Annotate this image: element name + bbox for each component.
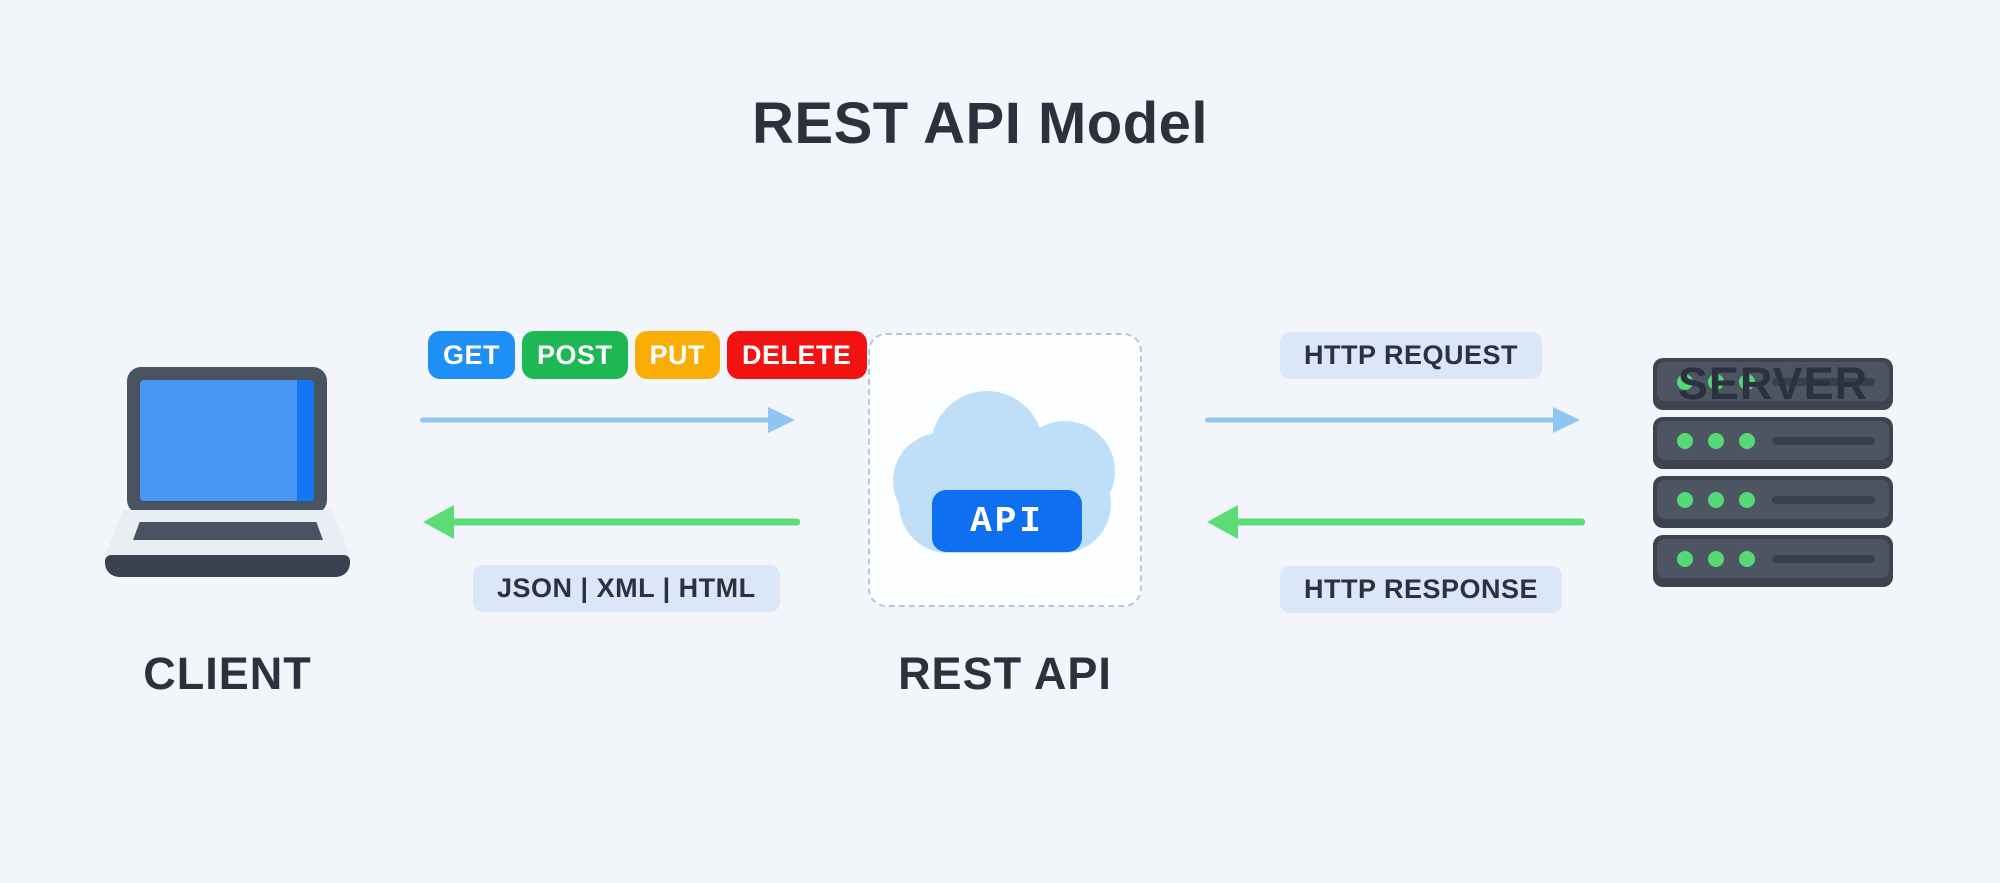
laptop-bottom-edge [105, 555, 350, 577]
arrow-head [1553, 407, 1580, 433]
delete-badge: DELETE [727, 331, 867, 379]
server-rack-unit [1653, 417, 1893, 469]
server-rack-unit [1653, 535, 1893, 587]
server-rack-panel [1657, 539, 1889, 578]
server-led [1677, 550, 1693, 567]
arrow-shaft [1205, 417, 1556, 423]
request-method-badges: GET POST PUT DELETE [428, 331, 867, 379]
server-led [1739, 550, 1755, 567]
server-drive-slot [1772, 495, 1875, 504]
http-response-pill: HTTP RESPONSE [1280, 566, 1563, 613]
laptop-icon [105, 363, 350, 578]
server-led [1677, 491, 1693, 508]
client-label: CLIENT [143, 648, 312, 699]
page-title: REST API Model [752, 91, 1208, 156]
server-rack-unit [1653, 476, 1893, 528]
server-led [1708, 373, 1724, 390]
arrow-head [1207, 505, 1238, 539]
server-led [1739, 491, 1755, 508]
server-led [1677, 432, 1693, 449]
arrow-shaft [1234, 518, 1585, 526]
server-rack-unit [1653, 358, 1893, 410]
server-led [1739, 432, 1755, 449]
api-to-client-response-arrow [423, 505, 800, 539]
server-led [1708, 432, 1724, 449]
server-led [1708, 550, 1724, 567]
laptop-screen-frame [127, 367, 327, 514]
server-rack-panel [1657, 362, 1889, 401]
server-drive-slot [1772, 554, 1875, 563]
laptop-screen-highlight [297, 380, 314, 501]
server-to-api-response-arrow [1207, 505, 1585, 539]
server-drive-slot [1772, 377, 1875, 386]
rest-api-label: REST API [898, 648, 1112, 699]
server-drive-slot [1772, 436, 1875, 445]
server-led [1677, 373, 1693, 390]
arrow-shaft [420, 417, 771, 423]
server-led [1708, 491, 1724, 508]
server-label: SERVER [1677, 358, 1869, 409]
rest-api-box: API [868, 333, 1142, 607]
post-badge: POST [522, 331, 628, 379]
arrow-head [423, 505, 454, 539]
get-badge: GET [428, 331, 516, 379]
server-rack-panel [1657, 480, 1889, 519]
response-formats-pill: JSON | XML | HTML [473, 565, 780, 612]
api-badge: API [932, 490, 1082, 552]
put-badge: PUT [634, 331, 721, 379]
server-icon [1653, 358, 1893, 587]
arrow-head [768, 407, 795, 433]
laptop-keyboard [133, 522, 323, 540]
api-to-server-request-arrow [1205, 403, 1580, 437]
server-led [1739, 373, 1755, 390]
client-to-api-request-arrow [420, 403, 795, 437]
arrow-shaft [450, 518, 800, 526]
server-rack-panel [1657, 421, 1889, 460]
laptop-screen [140, 380, 314, 501]
http-request-pill: HTTP REQUEST [1280, 332, 1543, 379]
